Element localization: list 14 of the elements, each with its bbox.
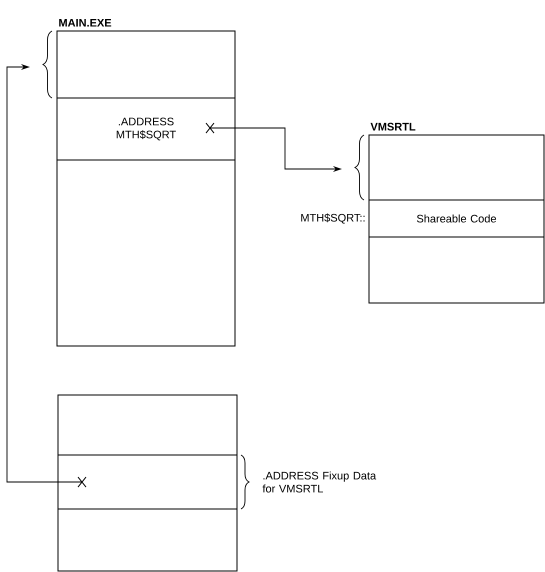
- memory-section: [58, 454, 238, 510]
- note-text: .ADDRESS Fixup Data for VMSRTL: [262, 471, 376, 493]
- memory-section: [368, 134, 544, 200]
- memory-section: [58, 508, 238, 572]
- arrow: [6, 64, 86, 488]
- node-label: VMSRTL: [370, 122, 416, 131]
- memory-section: [56, 30, 236, 98]
- memory-section: Shareable Code: [368, 200, 544, 238]
- memory-section: [368, 236, 544, 304]
- memory-section: [58, 394, 238, 456]
- memory-section: .ADDRESS MTH$SQRT: [56, 98, 236, 160]
- symbol-label: MTH$SQRT::: [301, 213, 365, 224]
- node-label: MAIN.EXE: [59, 18, 112, 27]
- memory-section: [56, 160, 236, 346]
